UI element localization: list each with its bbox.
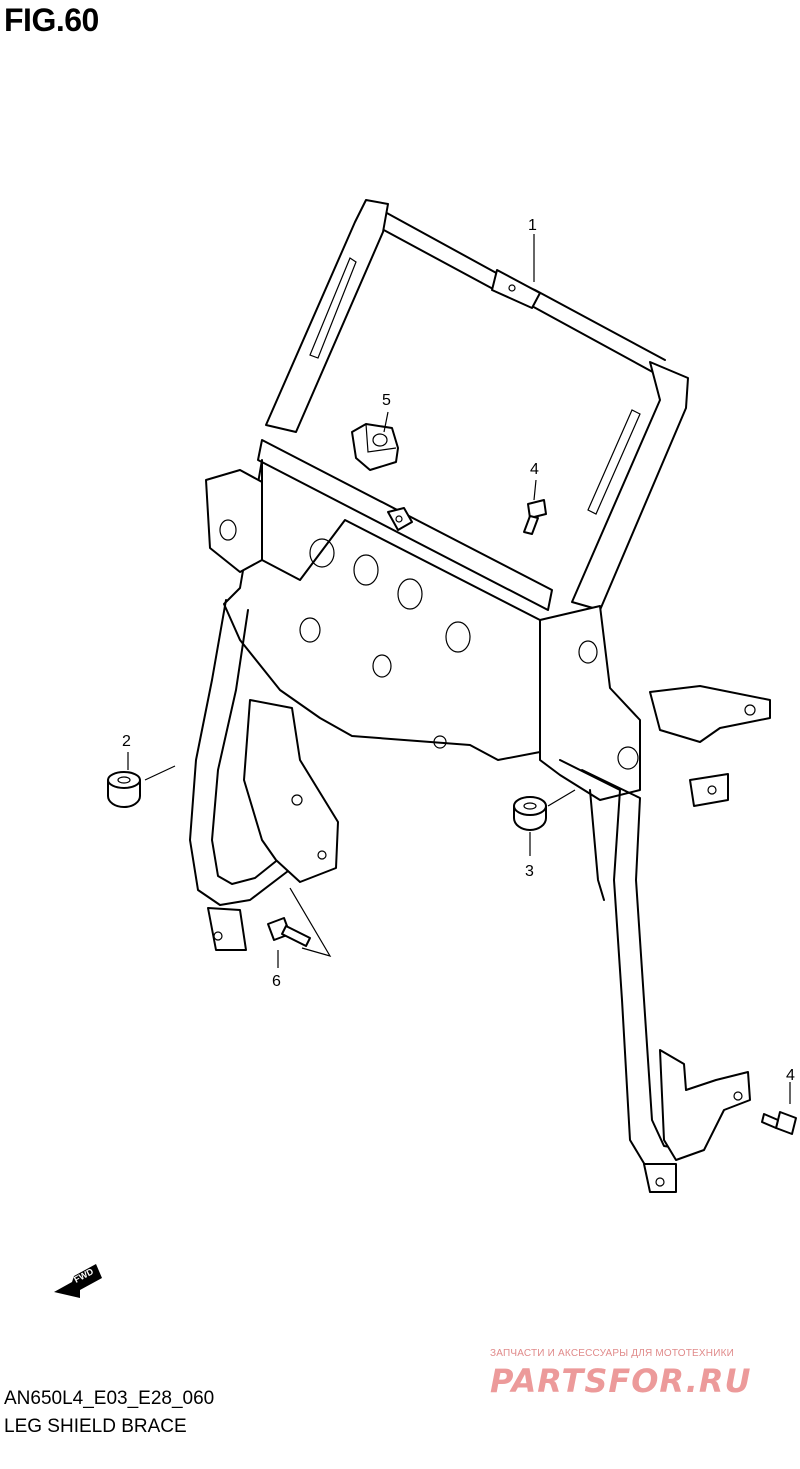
- callout-4-lower: 4: [786, 1067, 795, 1084]
- bolt-4-upper: [523, 499, 547, 535]
- forward-arrow-icon: FWD: [54, 1264, 102, 1298]
- grommet-3: [513, 796, 547, 831]
- callout-5: 5: [382, 392, 391, 409]
- callout-3: 3: [525, 863, 534, 880]
- watermark-logo: PARTSFOR.RU: [490, 1362, 752, 1400]
- callout-1: 1: [528, 217, 537, 234]
- watermark-tagline: ЗАПЧАСТИ И АКСЕССУАРЫ ДЛЯ МОТОТЕХНИКИ: [490, 1348, 735, 1359]
- callout-2: 2: [122, 733, 131, 750]
- figure-name: LEG SHIELD BRACE: [4, 1416, 187, 1437]
- upper-support-frame: [189, 199, 771, 1193]
- callout-6: 6: [272, 973, 281, 990]
- bolt-4-lower: [761, 1111, 797, 1135]
- callout-4-upper: 4: [530, 461, 539, 478]
- clip-5: [351, 423, 399, 471]
- figure-code: AN650L4_E03_E28_060: [4, 1388, 215, 1409]
- figure-title: FIG.60: [4, 2, 99, 38]
- leader-lines: [127, 234, 791, 1104]
- bolt-6: [267, 917, 311, 947]
- grommet-2: [107, 771, 141, 808]
